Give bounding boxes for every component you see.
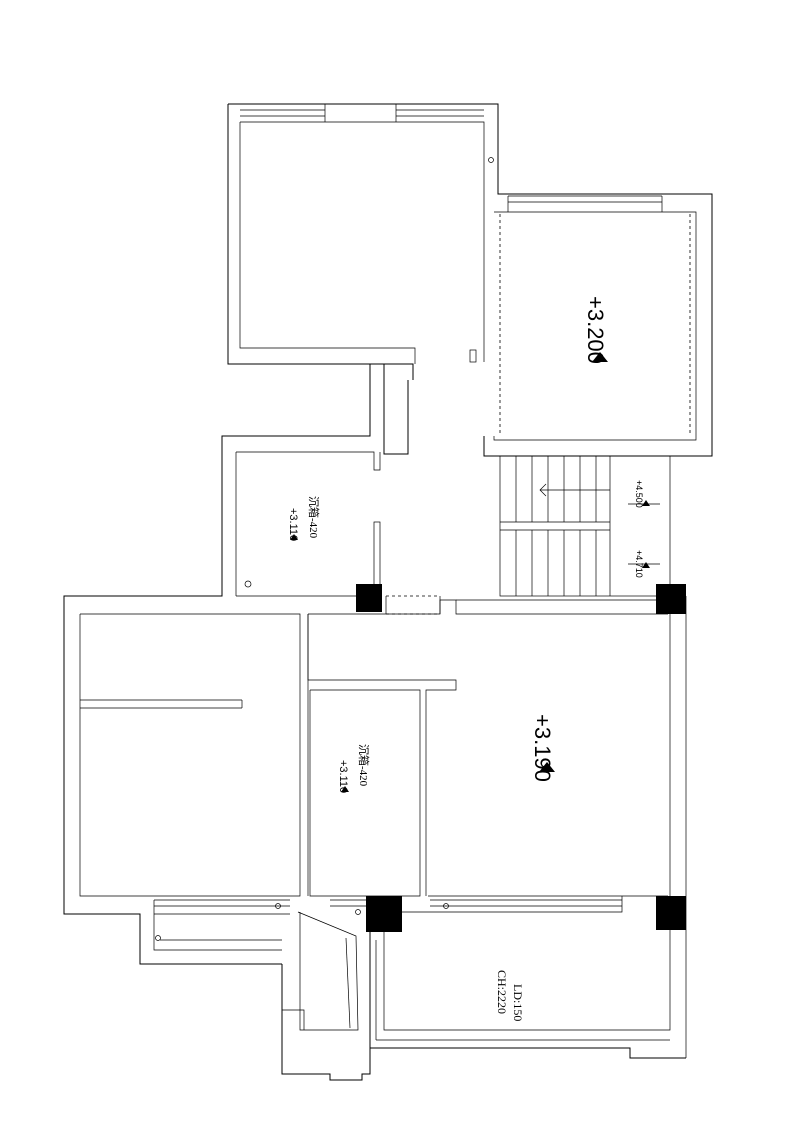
column <box>656 896 686 930</box>
note-upper-small-room: 沉箱-420 <box>307 496 321 539</box>
wall-north-room-left <box>227 104 414 380</box>
wall-north-room-inner <box>240 121 485 362</box>
wall-north-room-inner-left <box>239 122 416 364</box>
walls <box>63 103 713 1081</box>
level-stair-lower: +4.710 <box>634 550 644 578</box>
level-north-room: +3.200 <box>583 296 608 364</box>
wall-north-room <box>228 103 500 195</box>
wall-right-room-inner <box>493 211 697 441</box>
level-stair-upper: +4.500 <box>634 480 644 508</box>
columns <box>356 584 686 932</box>
wall-right-room <box>483 193 713 457</box>
note-south-room-ld: LD:150 <box>511 984 525 1021</box>
level-middle-small-room: +3.110 <box>337 760 349 793</box>
note-middle-small-room: 沉箱-420 <box>357 744 371 787</box>
level-marks: +3.200 +3.190 沉箱-420 +3.110 沉箱-420 +3.11… <box>287 296 650 1021</box>
column <box>366 896 402 932</box>
level-upper-small-room: +3.110 <box>287 508 299 541</box>
column <box>356 584 382 612</box>
column <box>656 584 686 614</box>
note-south-room-ch: CH:2220 <box>495 970 509 1014</box>
staircase <box>499 455 671 597</box>
